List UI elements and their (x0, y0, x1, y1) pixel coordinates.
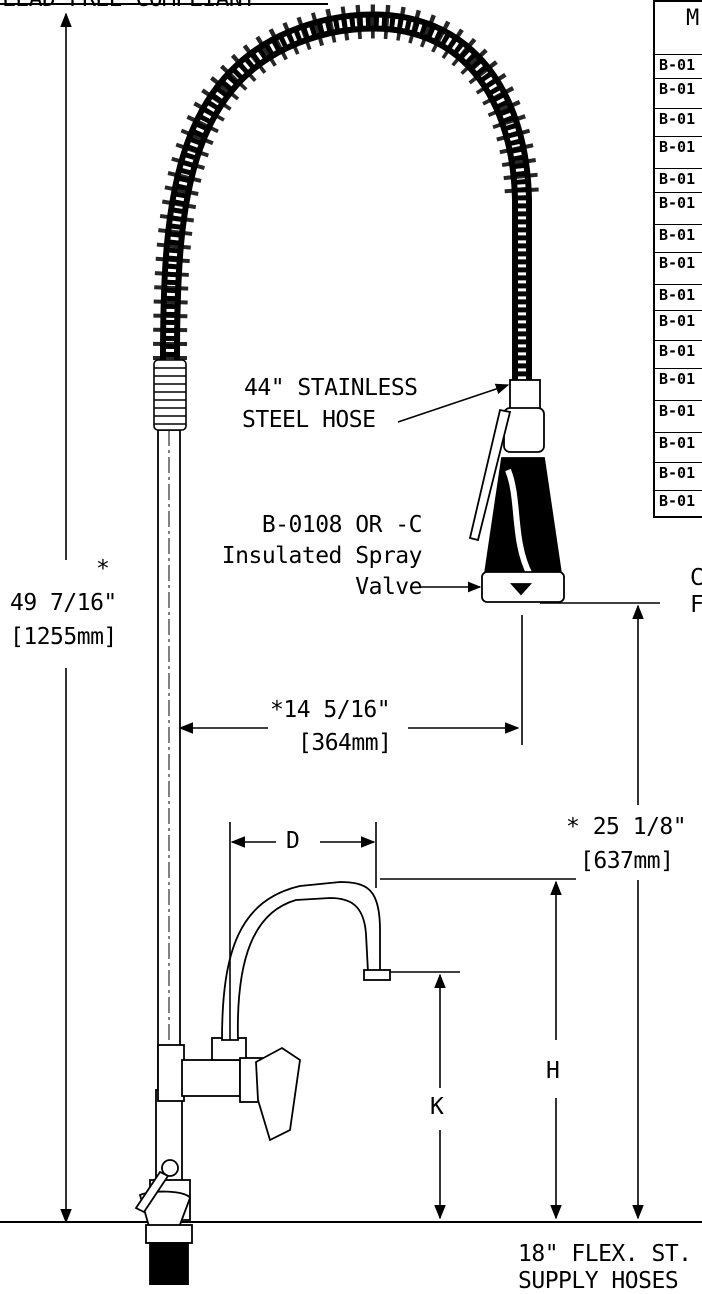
reach-dimension (178, 615, 523, 745)
model-table-row: B-01 (659, 226, 696, 244)
table-row-rule (653, 462, 702, 463)
model-table-row: B-01 (659, 370, 696, 388)
model-table-row: B-01 (659, 342, 696, 360)
flex-hose-label-line1: 18" FLEX. ST. S (518, 1241, 702, 1267)
hose-label-line1: 44" STAINLESS (244, 375, 418, 401)
model-table-row: B-01 (659, 80, 696, 98)
valve-label-line2: Insulated Spray (221, 543, 423, 569)
flex-hose (153, 4, 539, 380)
spray-height-dimension (540, 602, 660, 1220)
model-table-row: B-01 (659, 434, 696, 452)
model-table-row: B-01 (659, 492, 696, 510)
overall-height-dimension (20, 12, 110, 1224)
table-row-rule (653, 108, 702, 109)
label-leaders (397, 383, 510, 593)
right-cut-c: C (690, 565, 702, 591)
table-row-rule (653, 224, 702, 225)
hose-label-line2: STEEL HOSE (242, 407, 376, 433)
add-on-faucet (134, 881, 391, 1285)
table-row-rule (653, 432, 702, 433)
table-row-rule (653, 284, 702, 285)
riser-spring (153, 359, 187, 431)
model-table-row: B-01 (659, 170, 696, 188)
flex-hose-label-line2: SUPPLY HOSES (518, 1268, 679, 1294)
height-in-label: 49 7/16" (10, 590, 117, 616)
height-mm-label: [1255mm] (10, 624, 117, 650)
spray-height-mm-label: [637mm] (580, 848, 674, 874)
model-table-row: B-01 (659, 56, 696, 74)
table-row-rule (653, 252, 702, 253)
model-table-row: B-01 (659, 194, 696, 212)
spray-height-in-label: * 25 1/8" (566, 814, 687, 840)
d-label: D (286, 828, 300, 854)
table-row-rule (653, 400, 702, 401)
right-cut-f: F (690, 592, 702, 618)
reach-in-label: *14 5/16" (270, 697, 391, 723)
height-star: * (96, 556, 110, 582)
table-row-rule (653, 136, 702, 137)
table-row-rule (653, 310, 702, 311)
reach-mm-label: [364mm] (298, 730, 392, 756)
h-label: H (546, 1058, 560, 1084)
table-row-rule (653, 368, 702, 369)
model-table-row: B-01 (659, 110, 696, 128)
d-dimension (229, 822, 377, 1040)
table-row-rule (653, 54, 702, 55)
model-table-row: B-01 (659, 312, 696, 330)
k-dimension (390, 971, 460, 1220)
valve-label-line1: B-0108 OR -C (261, 512, 423, 538)
model-table-row: B-01 (659, 402, 696, 420)
spray-valve (468, 379, 565, 603)
model-table-row: B-01 (659, 286, 696, 304)
model-table-row: B-01 (659, 254, 696, 272)
model-table (653, 0, 702, 518)
model-table-header: M (686, 6, 700, 31)
h-dimension (380, 878, 576, 1220)
header-cut-label: LEAD FREE COMPLIANT (2, 0, 256, 12)
table-row-rule (653, 192, 702, 193)
k-label: K (430, 1094, 444, 1120)
table-row-rule (653, 340, 702, 341)
model-table-row: B-01 (659, 138, 696, 156)
table-row-rule (653, 490, 702, 491)
valve-label-line3: Valve (355, 574, 422, 600)
table-row-rule (653, 78, 702, 79)
model-table-row: B-01 (659, 464, 696, 482)
table-row-rule (653, 168, 702, 169)
